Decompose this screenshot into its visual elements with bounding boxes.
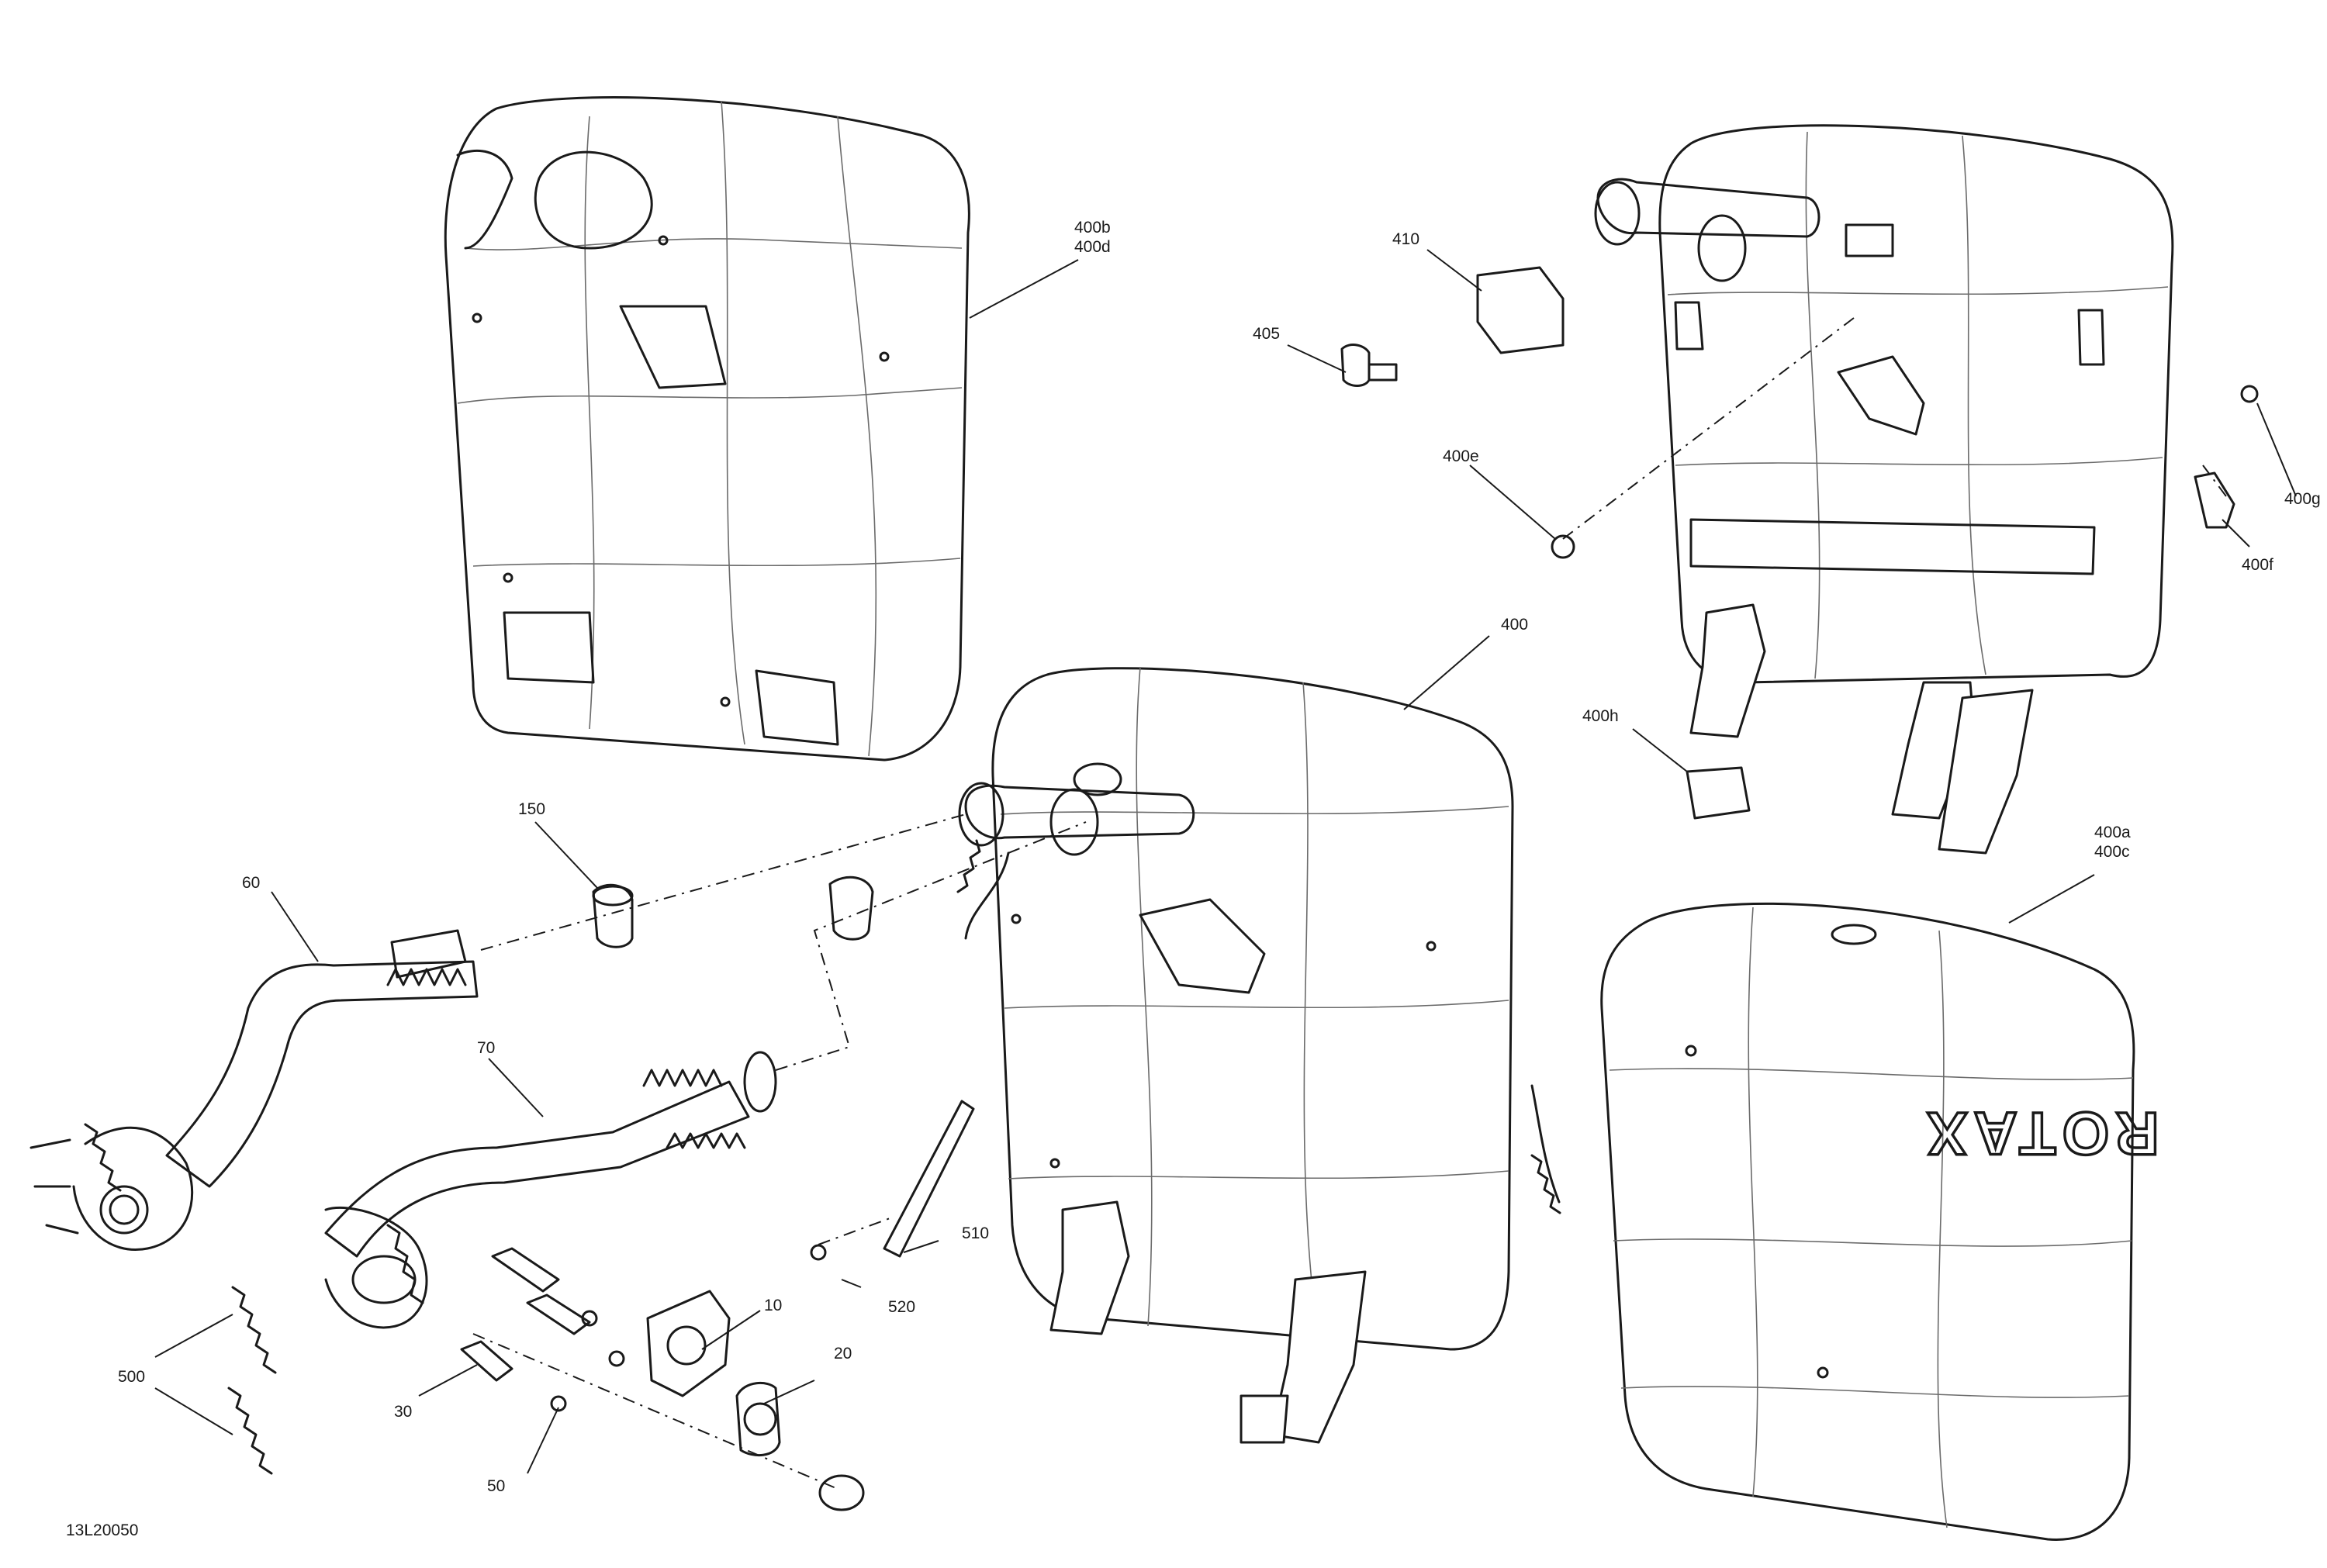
callout-30: 30 (394, 1403, 412, 1421)
callout-510: 510 (962, 1224, 989, 1242)
callout-60: 60 (242, 874, 260, 892)
springs (84, 839, 1561, 1475)
rotax-emboss-text: ROTAX (1921, 1100, 2159, 1168)
callout-405: 405 (1253, 325, 1280, 343)
callout-400f: 400f (2242, 556, 2273, 574)
heat-shield-upper (444, 96, 970, 762)
callout-520: 520 (888, 1298, 915, 1316)
callout-500: 500 (118, 1368, 145, 1386)
assembly-center-lines (472, 317, 2227, 1490)
callout-labels: 400b 400d 410 405 400e 400 400h 400a 400… (66, 219, 2321, 1539)
leader-lines (154, 249, 2297, 1474)
muffler-main (958, 666, 1561, 1444)
drawing-code: 13L20050 (66, 1521, 138, 1539)
callout-20: 20 (834, 1345, 852, 1363)
callout-50: 50 (487, 1477, 505, 1495)
callout-150: 150 (518, 800, 545, 818)
exhaust-pipe-60 (29, 929, 479, 1251)
callout-400: 400 (1501, 616, 1528, 634)
callout-400e: 400e (1443, 447, 1479, 465)
callout-400a: 400a (2094, 824, 2131, 841)
heat-shield-front: ROTAX (1600, 902, 2160, 1541)
callout-400c: 400c (2094, 843, 2130, 861)
callout-400d: 400d (1074, 238, 1111, 256)
callout-400g: 400g (2284, 490, 2321, 508)
callout-400b: 400b (1074, 219, 1111, 237)
callout-70: 70 (477, 1039, 495, 1057)
callout-400h: 400h (1582, 707, 1619, 725)
callout-10: 10 (764, 1297, 782, 1314)
small-parts (460, 266, 2259, 1511)
muffler-rear-view (1594, 124, 2174, 855)
callout-410: 410 (1392, 230, 1419, 248)
